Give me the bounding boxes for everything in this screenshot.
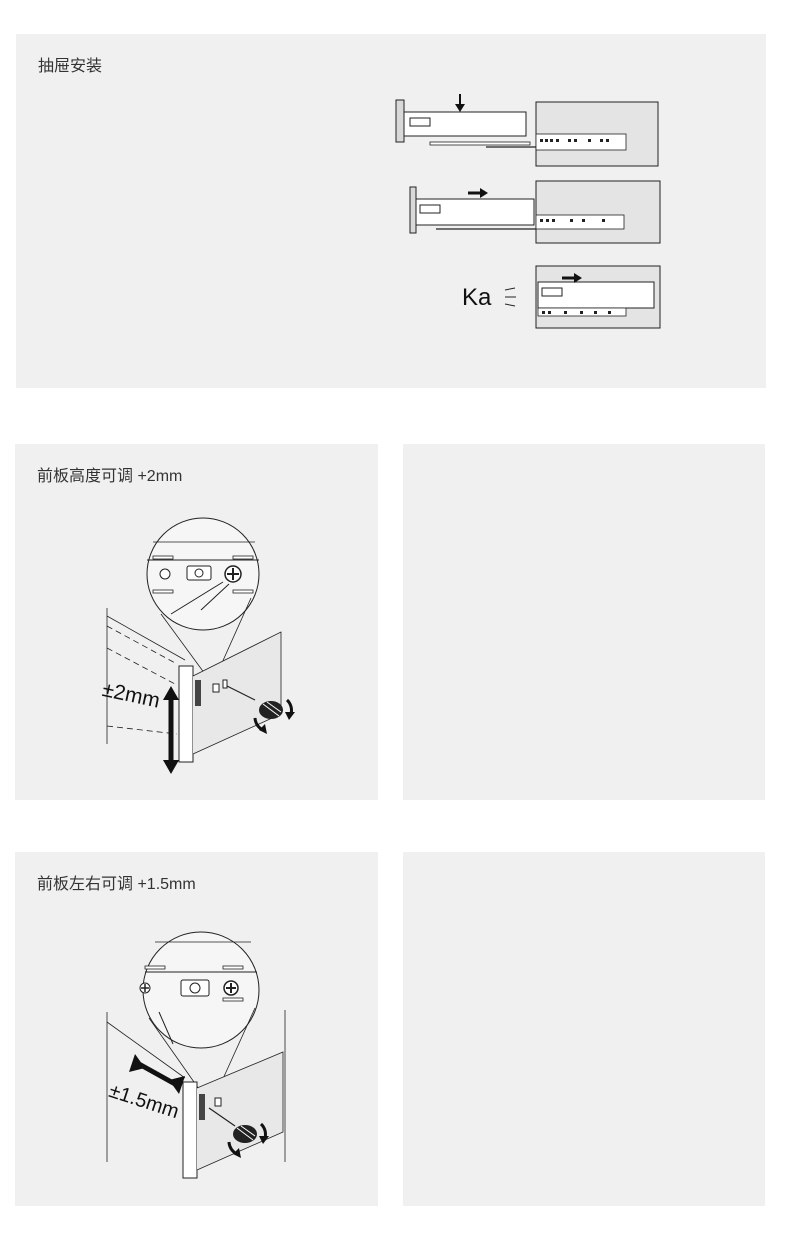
lateral-adjust-illustration <box>106 931 286 1179</box>
blank-panel-1 <box>403 444 765 800</box>
sound-lines-icon <box>504 287 516 307</box>
blank-panel-2 <box>403 852 765 1206</box>
height-adjust-title: 前板高度可调 +2mm <box>37 468 183 485</box>
install-step-1-illustration <box>395 94 659 167</box>
install-step-3-illustration <box>535 265 661 329</box>
height-adjust-illustration <box>106 517 295 774</box>
height-adjust-panel: 前板高度可调 +2mm <box>15 444 378 800</box>
install-step-2-illustration <box>409 180 661 244</box>
install-panel: 抽屉安装 Ka <box>16 34 766 388</box>
install-title: 抽屉安装 <box>38 58 103 75</box>
install-sound-label: Ka <box>462 284 492 311</box>
lateral-adjust-panel: 前板左右可调 +1.5mm ±1 <box>15 852 378 1206</box>
lateral-adjust-title: 前板左右可调 +1.5mm <box>37 876 196 893</box>
